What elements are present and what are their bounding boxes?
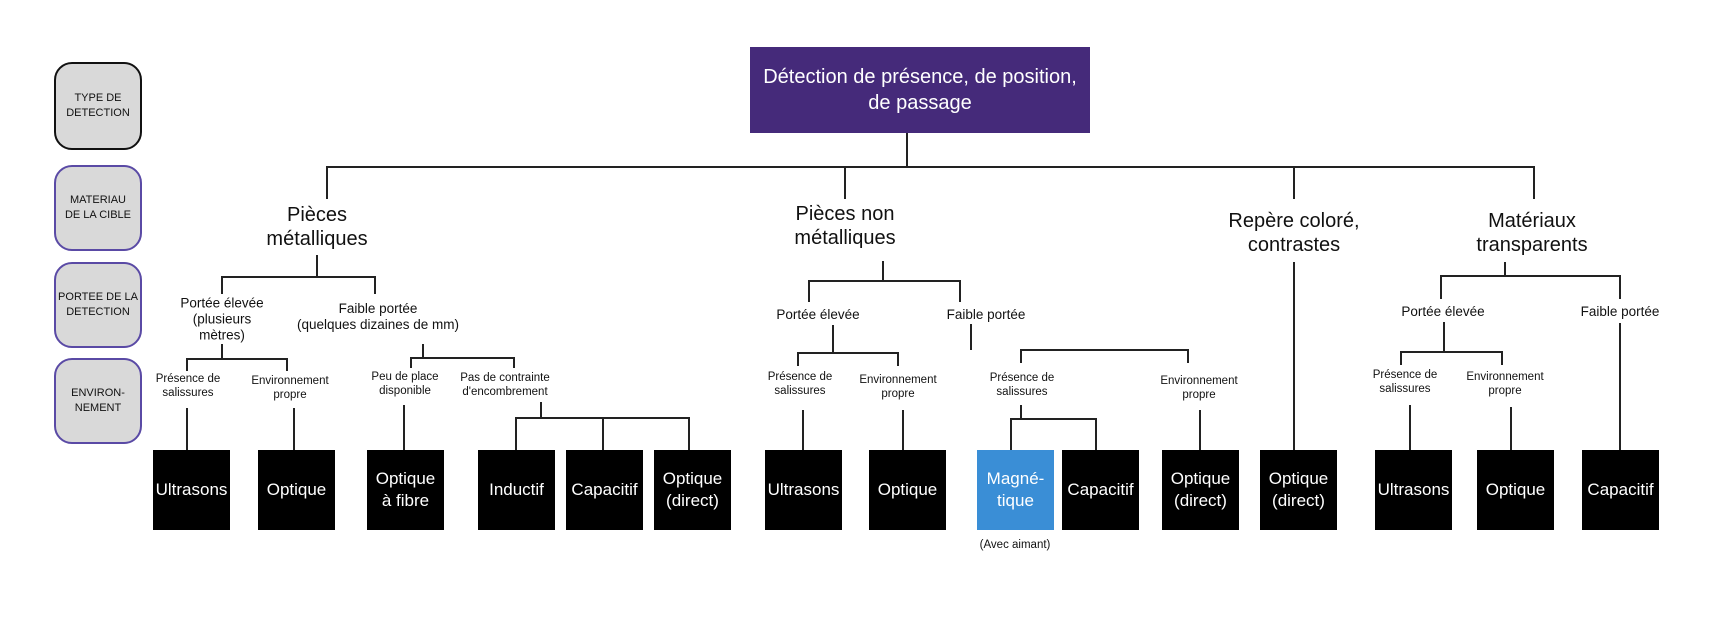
tech-box-capacitif: Capacitif (1582, 450, 1659, 530)
tech-box-optique-fibre: Optique à fibre (367, 450, 444, 530)
range-nonmetal-low: Faible portée (946, 306, 1026, 322)
connector-line (540, 402, 542, 418)
root-node: Détection de présence, de position, de p… (750, 47, 1090, 133)
connector-line (1010, 418, 1096, 420)
tech-box-optique-direct: Optique (direct) (1260, 450, 1337, 530)
connector-line (897, 352, 899, 366)
connector-line (326, 166, 1534, 168)
connector-line (808, 280, 810, 302)
connector-line (844, 166, 846, 199)
connector-line (959, 280, 961, 302)
connector-line (221, 276, 375, 278)
tech-box-optique: Optique (1477, 450, 1554, 530)
connector-line (316, 255, 318, 277)
range-nonmetal-high: Portée élevée (776, 306, 860, 322)
connector-line (515, 417, 517, 450)
connector-line (403, 405, 405, 450)
connector-line (326, 166, 328, 199)
connector-line (1501, 351, 1503, 365)
connector-line (221, 276, 223, 294)
legend-environment: ENVIRON- NEMENT (54, 358, 142, 444)
connector-line (1199, 410, 1201, 450)
connector-line (902, 410, 904, 450)
connector-line (1443, 322, 1445, 352)
connector-line (286, 358, 288, 371)
env-metal-no-space-constraint: Pas de contrainte d'encombrement (460, 372, 550, 398)
legend-target-material: MATERIAU DE LA CIBLE (54, 165, 142, 251)
connector-line (186, 358, 287, 360)
material-nonmetal: Pièces non métalliques (794, 203, 896, 249)
legend-type-detection: TYPE DE DETECTION (54, 62, 142, 150)
connector-line (1020, 349, 1188, 351)
env-nonmetal-clean: Environnement propre (859, 374, 937, 400)
connector-line (1400, 351, 1402, 365)
magnet-note: (Avec aimant) (979, 539, 1051, 551)
connector-line (186, 358, 188, 371)
tech-box-inductif: Inductif (478, 450, 555, 530)
connector-line (1020, 405, 1022, 419)
tech-box-magnetique: Magné- tique (977, 450, 1054, 530)
tech-box-ultrasons: Ultrasons (765, 450, 842, 530)
connector-line (1187, 349, 1189, 363)
material-color: Repère coloré, contrastes (1228, 210, 1360, 256)
env-metal-dirty: Présence de salissures (155, 373, 221, 399)
tech-box-capacitif: Capacitif (566, 450, 643, 530)
tech-box-optique: Optique (869, 450, 946, 530)
connector-line (1440, 275, 1620, 277)
env-transparent-clean: Environnement propre (1466, 371, 1544, 397)
connector-line (1533, 166, 1535, 199)
env-transparent-dirty: Présence de salissures (1372, 369, 1438, 395)
range-metal-low: Faible portée (quelques dizaines de mm) (296, 300, 460, 332)
connector-line (1619, 323, 1621, 450)
connector-line (410, 357, 412, 368)
legend-detection-range: PORTEE DE LA DETECTION (54, 262, 142, 348)
connector-line (1293, 262, 1295, 450)
tech-box-ultrasons: Ultrasons (1375, 450, 1452, 530)
connector-line (832, 325, 834, 353)
connector-line (1510, 407, 1512, 450)
connector-line (1010, 418, 1012, 450)
tech-box-capacitif: Capacitif (1062, 450, 1139, 530)
env-metal-little-space: Peu de place disponible (371, 371, 439, 397)
connector-line (1619, 275, 1621, 299)
range-metal-high: Portée élevée (plusieurs mètres) (180, 295, 264, 344)
connector-line (1293, 166, 1295, 199)
connector-line (802, 410, 804, 450)
env-nonmetal-low-clean: Environnement propre (1160, 375, 1238, 401)
connector-line (808, 280, 960, 282)
range-transparent-low: Faible portée (1580, 303, 1660, 319)
connector-line (513, 357, 515, 368)
tech-box-optique-direct: Optique (direct) (654, 450, 731, 530)
range-transparent-high: Portée élevée (1401, 303, 1485, 319)
env-nonmetal-low-dirty: Présence de salissures (989, 372, 1055, 398)
connector-line (1440, 275, 1442, 299)
connector-line (293, 408, 295, 450)
connector-line (797, 352, 799, 366)
connector-line (688, 417, 690, 450)
connector-line (906, 133, 908, 167)
connector-line (1095, 418, 1097, 450)
connector-line (797, 352, 898, 354)
connector-line (410, 357, 514, 359)
connector-line (374, 276, 376, 294)
tech-box-ultrasons: Ultrasons (153, 450, 230, 530)
connector-line (1409, 405, 1411, 450)
connector-line (1504, 262, 1506, 276)
connector-line (1400, 351, 1502, 353)
env-nonmetal-dirty: Présence de salissures (767, 371, 833, 397)
connector-line (970, 324, 972, 350)
env-metal-clean: Environnement propre (251, 375, 329, 401)
connector-line (1020, 349, 1022, 363)
material-metal: Pièces métalliques (266, 204, 368, 250)
connector-line (602, 417, 604, 450)
connector-line (221, 344, 223, 359)
material-transparent: Matériaux transparents (1476, 210, 1588, 256)
tech-box-optique: Optique (258, 450, 335, 530)
tech-box-optique-direct: Optique (direct) (1162, 450, 1239, 530)
connector-line (422, 344, 424, 358)
connector-line (882, 261, 884, 281)
connector-line (186, 408, 188, 450)
